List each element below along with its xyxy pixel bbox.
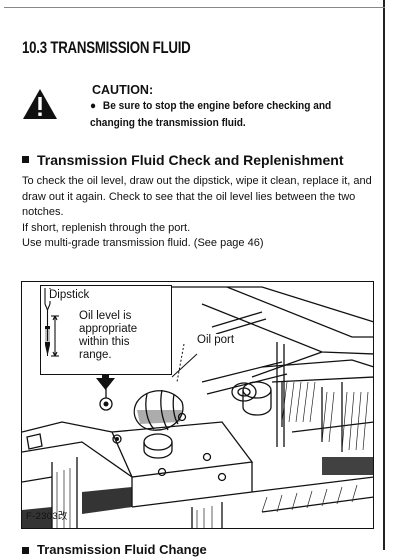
check-heading: Transmission Fluid Check and Replenishme…	[22, 152, 344, 168]
oil-level-label-line: appropriate	[79, 323, 138, 335]
warning-triangle-icon	[23, 89, 57, 119]
check-paragraph: Use multi-grade transmission fluid. (See…	[22, 237, 264, 249]
transmission-illustration	[22, 286, 373, 528]
caution-title: CAUTION:	[92, 83, 154, 97]
page-border	[383, 0, 385, 550]
oil-level-label-line: Oil level is	[79, 310, 132, 322]
check-paragraph: If short, replenish through the port.	[22, 221, 191, 234]
transmission-figure: Dipstick Oil level is appropriate within…	[21, 281, 374, 529]
dipstick-callout: Dipstick Oil level is appropriate within…	[40, 285, 172, 375]
figure-code: F-2303改	[26, 511, 68, 522]
caution-bullet: ●Be sure to stop the engine before check…	[90, 98, 357, 132]
dipstick-label: Dipstick	[49, 289, 90, 301]
caution-text: Be sure to stop the engine before checki…	[90, 100, 332, 129]
square-bullet-icon	[22, 155, 29, 163]
next-heading-text: Transmission Fluid Change	[37, 542, 207, 557]
dipstick-diagram	[44, 288, 59, 357]
check-heading-text: Transmission Fluid Check and Replenishme…	[37, 152, 344, 168]
oil-level-label-line: within this	[79, 336, 130, 348]
check-body: To check the oil level, draw out the dip…	[22, 174, 382, 252]
top-rule	[4, 7, 385, 8]
oil-port-label: Oil port	[195, 334, 237, 346]
square-bullet-icon	[22, 547, 29, 555]
check-paragraph: To check the oil level, draw out the dip…	[22, 175, 372, 218]
oil-level-label-line: range.	[79, 349, 112, 361]
bullet-dot-icon: ●	[90, 100, 97, 112]
next-heading: Transmission Fluid Change	[22, 542, 207, 557]
section-title: 10.3 TRANSMISSION FLUID	[22, 38, 191, 57]
